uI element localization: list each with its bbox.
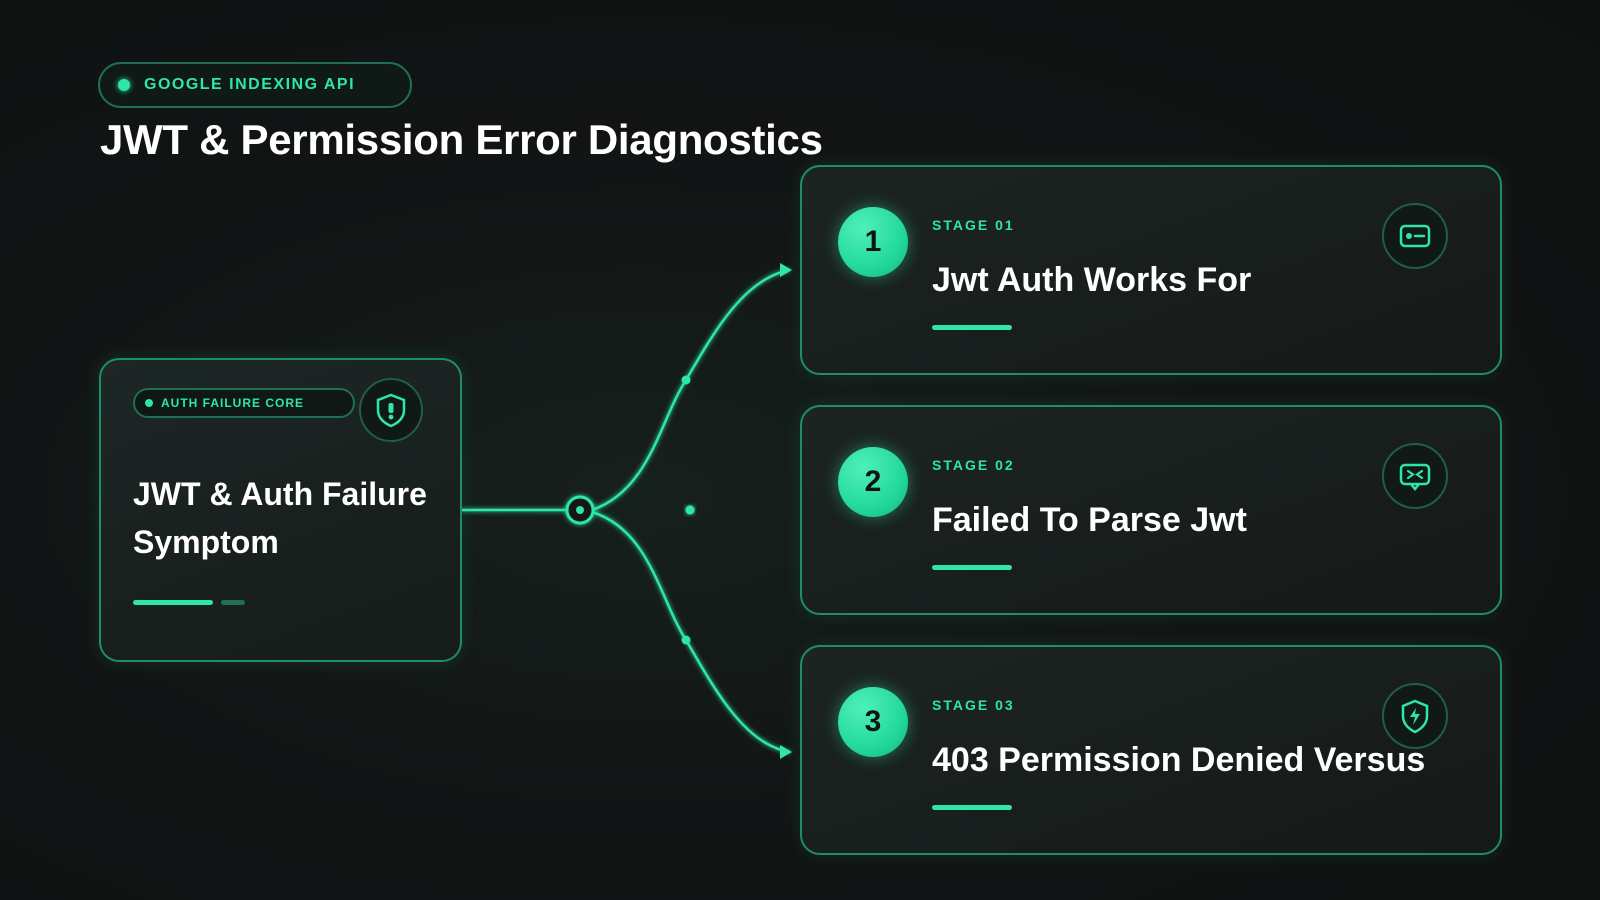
page-title: JWT & Permission Error Diagnostics: [100, 116, 823, 163]
core-tag-dot: [145, 399, 153, 407]
header-tag-label: GOOGLE INDEXING API: [144, 76, 356, 93]
arrow-head-stage-3: [780, 745, 792, 759]
stage-card-3: 3 STAGE 03 403 Permission Denied Versus: [800, 645, 1502, 855]
id-card-icon: [1382, 203, 1448, 269]
core-title: JWT & Auth Failure Symptom: [133, 476, 427, 560]
arrow-head-stage-1: [780, 263, 792, 277]
stage-accent-bar: [932, 805, 1012, 810]
stage-title: Jwt Auth Works For: [932, 261, 1252, 299]
hub-node-center: [576, 506, 584, 514]
stage-label: STAGE 03: [932, 697, 1015, 713]
core-card: AUTH FAILURE CORE JWT & Auth Failure Sym…: [99, 358, 462, 662]
center-dot: [685, 505, 695, 515]
stage-title: Failed To Parse Jwt: [932, 501, 1247, 539]
core-accent-bar: [133, 600, 213, 605]
stage-accent-bar: [932, 325, 1012, 330]
stage-number-badge: 2: [838, 447, 908, 517]
stage-number-badge: 1: [838, 207, 908, 277]
stage-label: STAGE 01: [932, 217, 1015, 233]
stage-label: STAGE 02: [932, 457, 1015, 473]
status-dot: [118, 79, 130, 91]
stage-number-badge: 3: [838, 687, 908, 757]
shield-bolt-icon: [1382, 683, 1448, 749]
stage-title: 403 Permission Denied Versus: [932, 741, 1426, 779]
core-accent-bar-secondary: [221, 600, 245, 605]
link-dot-upper: [681, 375, 691, 385]
link-dot-lower: [681, 635, 691, 645]
stage-accent-bar: [932, 565, 1012, 570]
stage-card-1: 1 STAGE 01 Jwt Auth Works For: [800, 165, 1502, 375]
shield-icon: [359, 378, 423, 442]
link-hub-to-stage-3: [591, 510, 791, 754]
stage-card-2: 2 STAGE 02 Failed To Parse Jwt: [800, 405, 1502, 615]
broken-chat-icon: [1382, 443, 1448, 509]
link-hub-to-stage-1: [591, 268, 791, 512]
header-tag: GOOGLE INDEXING API: [98, 62, 412, 108]
core-tag: AUTH FAILURE CORE: [133, 388, 355, 418]
core-tag-label: AUTH FAILURE CORE: [161, 396, 304, 410]
